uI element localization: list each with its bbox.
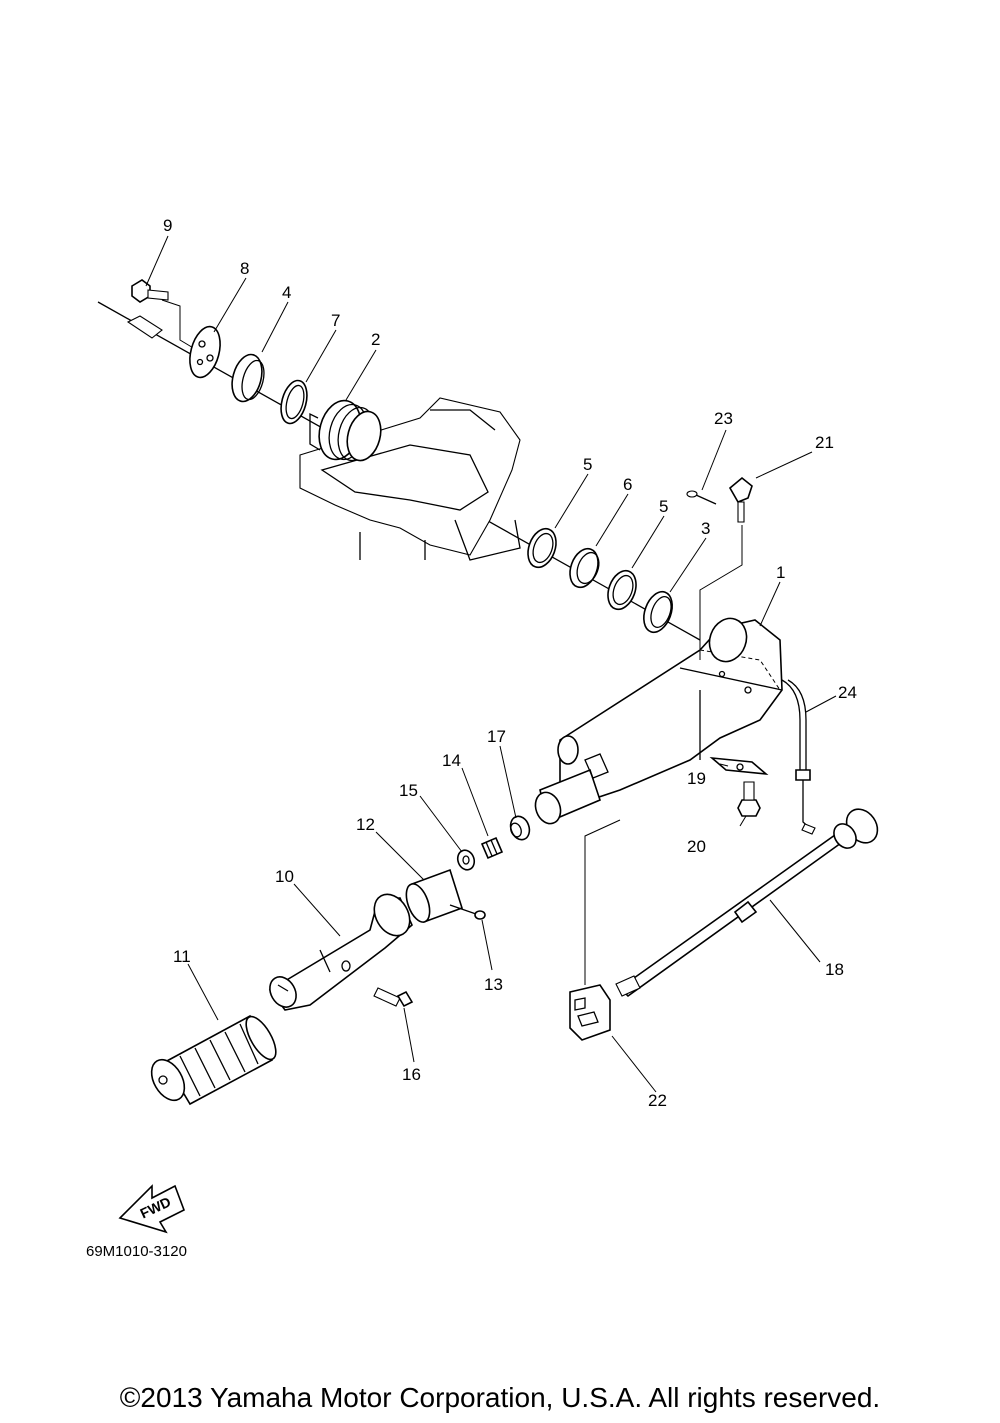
part-9-bolt — [131, 279, 206, 356]
callout-23: 23 — [714, 409, 733, 428]
callout-24: 24 — [838, 683, 857, 702]
part-15-washer — [456, 849, 476, 871]
callout-5a: 5 — [583, 455, 592, 474]
callout-12: 12 — [356, 815, 375, 834]
part-4-bushing — [231, 353, 265, 403]
copyright-notice: ©2013 Yamaha Motor Corporation, U.S.A. A… — [119, 1382, 881, 1413]
callout-5b: 5 — [659, 497, 668, 516]
callout-19: 19 — [687, 769, 706, 788]
callout-18: 18 — [825, 960, 844, 979]
bracket-ghost-outline — [299, 397, 521, 561]
callout-15: 15 — [399, 781, 418, 800]
callout-7: 7 — [331, 311, 340, 330]
part-19-plate — [709, 756, 769, 776]
part-10-throttle-shaft — [268, 893, 413, 1011]
part-1-tiller-handle — [534, 617, 783, 825]
callout-16: 16 — [402, 1065, 421, 1084]
part-13-screw — [449, 904, 486, 920]
callout-22: 22 — [648, 1091, 667, 1110]
part-18-shift-rod — [615, 808, 879, 998]
drawing-code: 69M1010-3120 — [86, 1243, 187, 1260]
callout-3: 3 — [701, 519, 710, 538]
part-12-sleeve — [405, 868, 463, 924]
callout-13: 13 — [484, 975, 503, 994]
part-23-pin — [686, 490, 717, 505]
part-5-washer-b — [607, 569, 637, 611]
callout-4: 4 — [282, 283, 291, 302]
callout-11: 11 — [173, 947, 191, 966]
part-3-bushing — [643, 590, 673, 634]
callout-1: 1 — [776, 563, 785, 582]
part-24-wire — [781, 679, 816, 835]
callout-labels: 1 2 3 4 5 5 6 7 8 9 10 11 12 13 14 15 16… — [163, 216, 857, 1110]
leader-lines — [145, 235, 837, 1093]
part-7-o-ring — [280, 379, 308, 425]
callout-10: 10 — [275, 867, 294, 886]
part-17-bushing — [509, 815, 531, 841]
part-2-pulley — [309, 399, 382, 462]
callout-17: 17 — [487, 727, 506, 746]
callout-20: 20 — [687, 837, 706, 856]
throttle-cable-end — [126, 315, 163, 339]
callout-2: 2 — [371, 330, 380, 349]
part-5-washer-a — [527, 527, 557, 569]
callout-6: 6 — [623, 475, 632, 494]
callout-14: 14 — [442, 751, 461, 770]
fwd-arrow-icon: FWD — [118, 1184, 186, 1234]
part-6-collar — [569, 547, 600, 589]
part-16-screw — [373, 987, 414, 1008]
callout-8: 8 — [240, 259, 249, 278]
part-21-nipple — [699, 476, 753, 660]
callout-9: 9 — [163, 216, 172, 235]
part-14-spring — [480, 836, 504, 860]
part-20-screw — [737, 781, 761, 817]
part-22-guide — [569, 819, 621, 1041]
part-11-grip — [150, 1014, 277, 1106]
part-8-plate — [189, 325, 221, 379]
callout-21: 21 — [815, 433, 834, 452]
